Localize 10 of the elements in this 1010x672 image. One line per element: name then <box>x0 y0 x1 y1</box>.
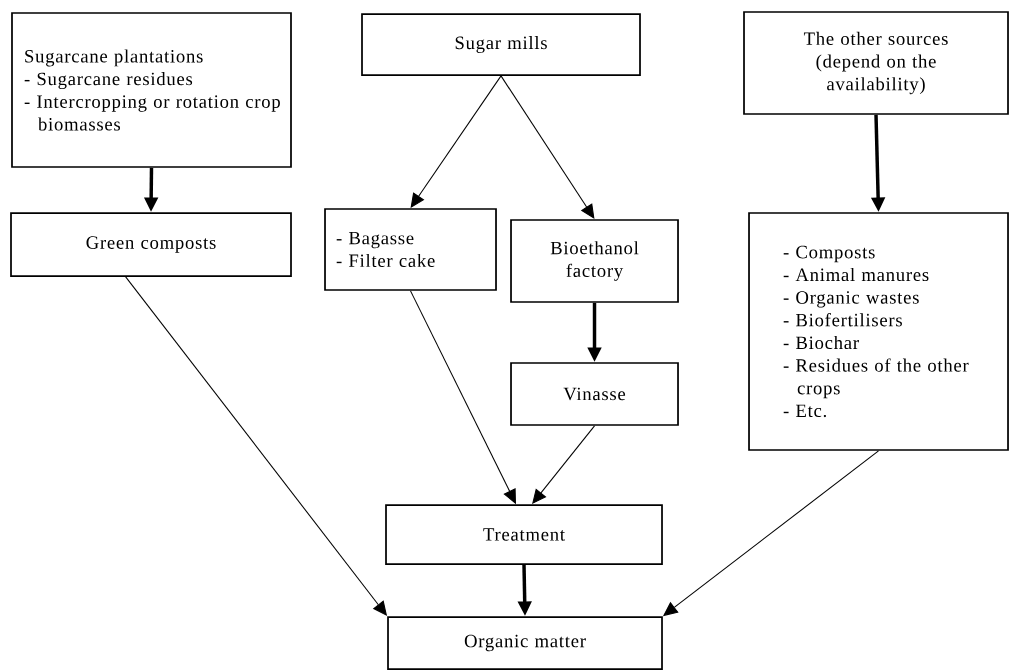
process-box: Sugar mills <box>361 13 641 76</box>
process-box: - Composts - Animal manures - Organic wastes - Biofertilisers - Biochar - Residues of the other crops - Etc. <box>748 212 1009 451</box>
process-box: The other sources (depend on the availability) <box>743 11 1009 115</box>
process-box: Vinasse <box>510 362 679 426</box>
process-box: Treatment <box>385 504 663 565</box>
process-box: Green composts <box>10 212 292 277</box>
process-box: Bioethanol factory <box>510 219 679 303</box>
process-box: - Bagasse - Filter cake <box>324 208 497 291</box>
process-box: Organic matter <box>387 616 663 670</box>
process-box: Sugarcane plantations - Sugarcane residues - Intercropping or rotation crop biomasses <box>11 12 292 168</box>
